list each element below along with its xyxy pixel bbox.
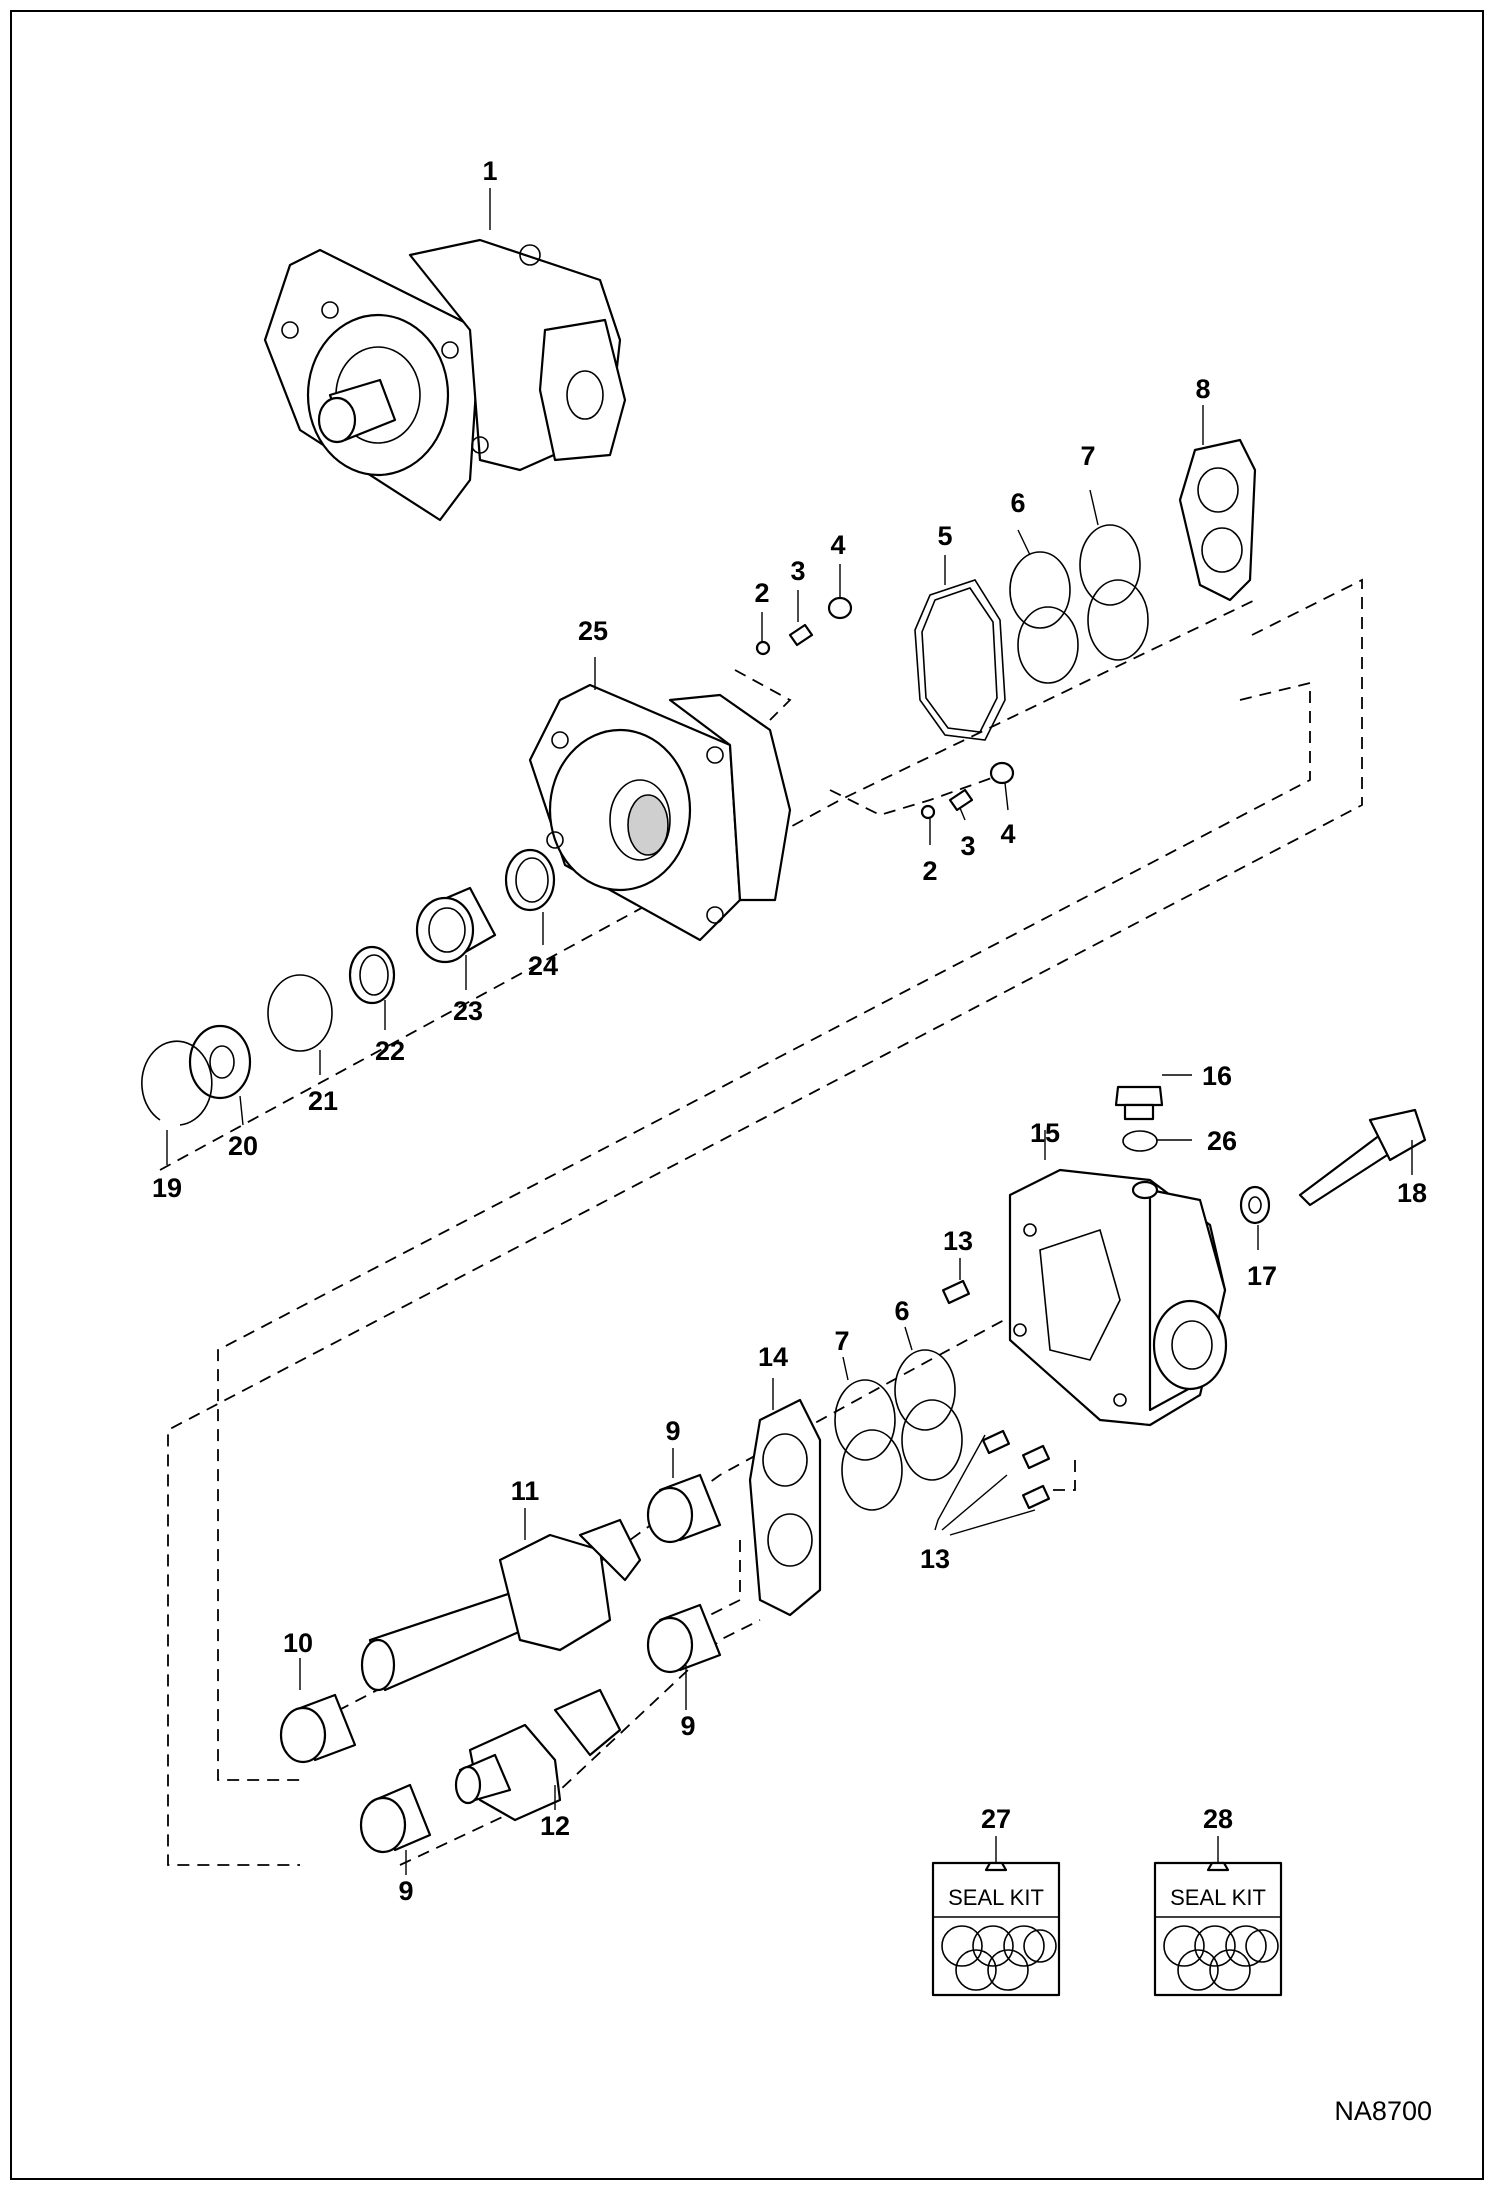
callout-23: 23: [453, 996, 483, 1026]
callout-4: 4: [830, 530, 845, 560]
bolt-18: [1298, 1108, 1427, 1207]
callout-14: 14: [758, 1342, 788, 1372]
seal-kit-27: [931, 1861, 1061, 1997]
callout-3: 3: [790, 556, 805, 586]
callout-26: 26: [1207, 1126, 1237, 1156]
retaining-ring-22: [348, 945, 396, 1005]
wear-plate-8: [1178, 438, 1257, 602]
callout-22: 22: [375, 1036, 405, 1066]
front-housing-25: [528, 683, 792, 942]
check-valve-lower: [920, 761, 1015, 820]
callout-27: 27: [981, 1804, 1011, 1834]
o-ring-26: [1122, 1130, 1158, 1152]
seal-kit-28-label: SEAL KIT: [1170, 1885, 1266, 1910]
rear-body-15: [1008, 1168, 1228, 1427]
callout-4b: 4: [1000, 819, 1015, 849]
snap-ring-21: [267, 974, 333, 1052]
callout-9a: 9: [665, 1416, 680, 1446]
callout-5: 5: [937, 521, 952, 551]
leader-lines: [166, 188, 1413, 1875]
retaining-ring-19: [141, 1040, 213, 1126]
plate-14: [748, 1398, 822, 1617]
callout-7: 7: [1080, 441, 1095, 471]
bushing-10: [279, 1693, 357, 1764]
callout-20: 20: [228, 1131, 258, 1161]
callout-28: 28: [1203, 1804, 1233, 1834]
callout-13a: 13: [943, 1226, 973, 1256]
callout-12: 12: [540, 1811, 570, 1841]
seal-kit-28: [1153, 1861, 1283, 1997]
figure-code: NA8700: [1334, 2096, 1432, 2126]
callout-11: 11: [511, 1476, 540, 1506]
check-valve-upper: [755, 596, 853, 656]
bushing-9c: [359, 1783, 432, 1854]
bushing-9a: [646, 1473, 722, 1544]
seal-kit-27-label: SEAL KIT: [948, 1885, 1044, 1910]
callout-2b: 2: [922, 856, 937, 886]
callout-6: 6: [1010, 488, 1025, 518]
callout-18: 18: [1397, 1178, 1427, 1208]
callout-1: 1: [482, 156, 497, 186]
callout-2: 2: [754, 578, 769, 608]
o-ring-5: [914, 579, 1006, 741]
callout-17: 17: [1247, 1261, 1277, 1291]
callout-25: 25: [578, 616, 608, 646]
callout-10: 10: [283, 1628, 313, 1658]
seal-6-lower: [894, 1349, 963, 1481]
callout-16: 16: [1202, 1061, 1232, 1091]
callout-19: 19: [152, 1173, 182, 1203]
seal-6-upper: [1009, 551, 1079, 684]
callout-13b: 13: [920, 1544, 950, 1574]
callout-6b: 6: [894, 1296, 909, 1326]
callout-21: 21: [308, 1086, 338, 1116]
driven-gear-12: [454, 1688, 622, 1822]
callout-labels: 1 2 3 4 5 6 7 8 25 2 3 4 24 23 22 21 20 …: [152, 156, 1427, 1906]
drive-gear-11: [360, 1518, 642, 1692]
callout-9c: 9: [398, 1876, 413, 1906]
diagram-frame: [10, 10, 1484, 2180]
seal-7-upper: [1079, 524, 1149, 661]
seal-7-lower: [834, 1379, 903, 1511]
bearing-23: [415, 886, 497, 964]
plug-16: [1114, 1085, 1164, 1121]
seal-ring-24: [504, 848, 556, 912]
washer-20: [188, 1024, 252, 1100]
callout-8: 8: [1195, 374, 1210, 404]
callout-7b: 7: [834, 1326, 849, 1356]
washer-17: [1239, 1185, 1271, 1225]
callout-15: 15: [1030, 1118, 1060, 1148]
pump-assembly-illustration: [263, 238, 627, 522]
callout-24: 24: [528, 951, 558, 981]
callout-3b: 3: [960, 831, 975, 861]
callout-9b: 9: [680, 1711, 695, 1741]
dowel-pins-13: [941, 1279, 1051, 1510]
bushing-9b: [646, 1603, 722, 1674]
